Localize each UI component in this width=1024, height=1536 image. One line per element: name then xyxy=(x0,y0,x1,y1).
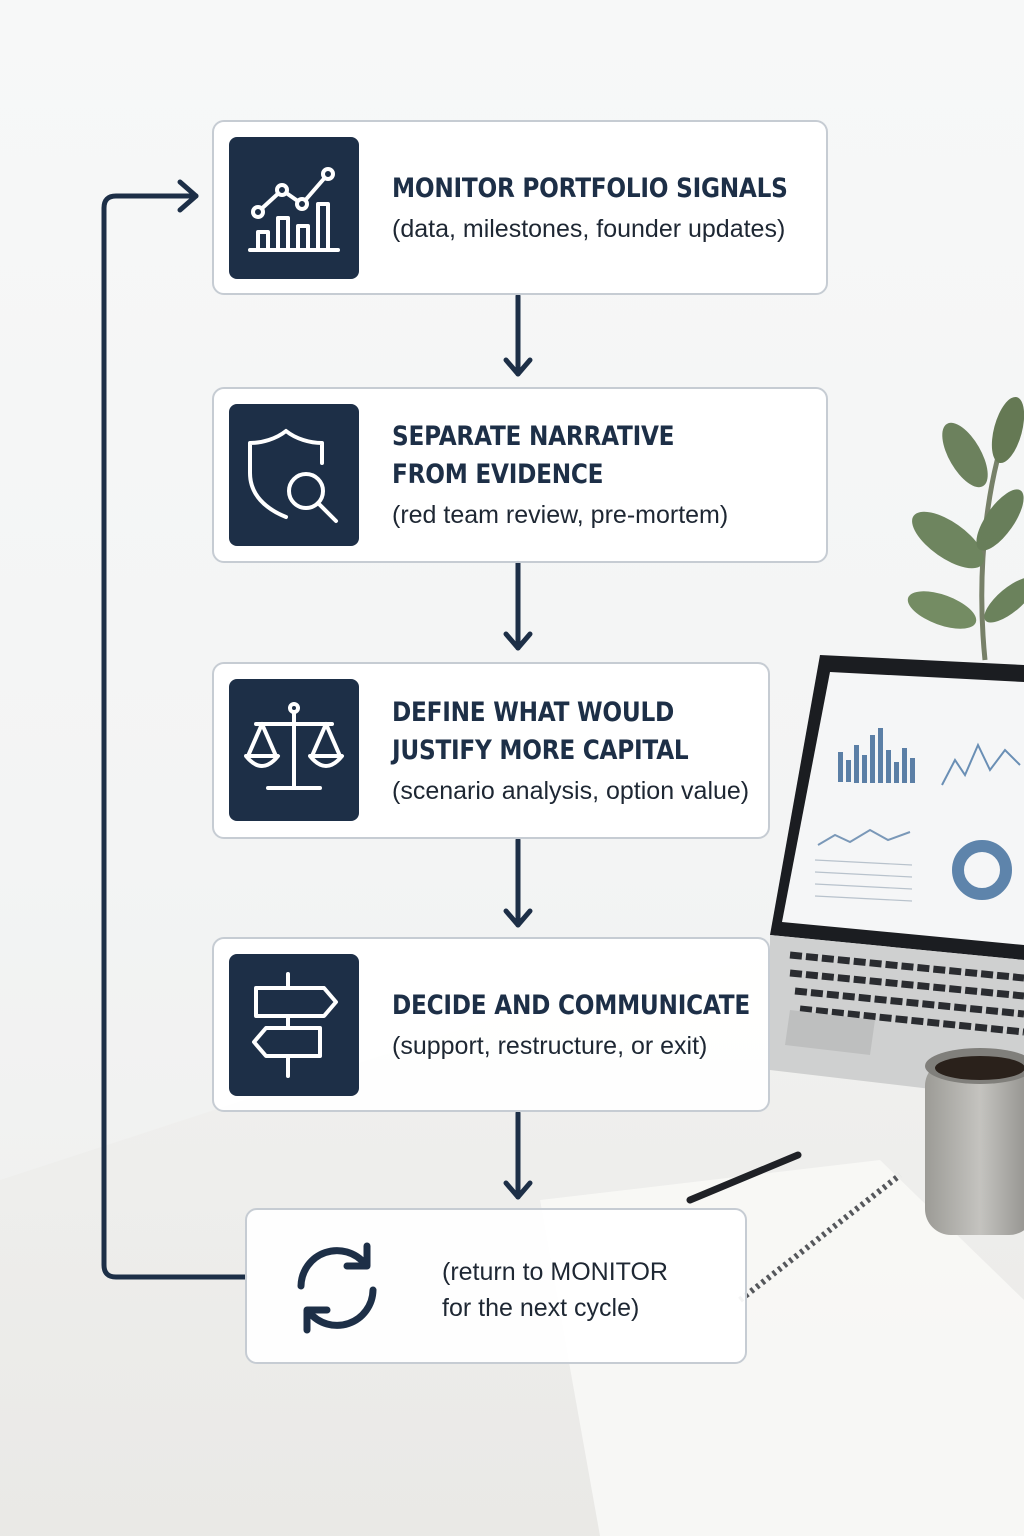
step-separate-icon-tile xyxy=(229,404,359,546)
step-subtitle: (support, restructure, or exit) xyxy=(392,1031,708,1060)
step-title: MONITOR PORTFOLIO SIGNALS xyxy=(392,172,788,204)
coffee-mug xyxy=(925,1048,1024,1235)
refresh-cycle-icon xyxy=(297,1242,377,1334)
laptop xyxy=(770,655,1024,1100)
arrow-step4-to-return xyxy=(503,1110,533,1200)
step-return: (return to MONITOR for the next cycle) xyxy=(245,1208,747,1364)
step-title: DEFINE WHAT WOULD JUSTIFY MORE CAPITAL xyxy=(392,696,689,766)
return-text: (return to MONITOR for the next cycle) xyxy=(442,1254,668,1326)
return-line-2: for the next cycle) xyxy=(442,1294,640,1322)
step-subtitle: (scenario analysis, option value) xyxy=(392,776,750,805)
step-decide-text: DECIDE AND COMMUNICATE (support, restruc… xyxy=(392,939,752,1110)
step-subtitle: (data, milestones, founder updates) xyxy=(392,214,786,243)
step-define: DEFINE WHAT WOULD JUSTIFY MORE CAPITAL (… xyxy=(212,662,770,839)
return-line-1: (return to MONITOR xyxy=(442,1258,668,1286)
step-define-icon-tile xyxy=(229,679,359,821)
plant xyxy=(907,396,1024,661)
arrow-step3-to-step4 xyxy=(503,837,533,928)
arrow-step2-to-step3 xyxy=(503,560,533,651)
step-title: DECIDE AND COMMUNICATE xyxy=(392,989,750,1021)
step-monitor-text: MONITOR PORTFOLIO SIGNALS (data, milesto… xyxy=(392,122,810,293)
step-monitor: MONITOR PORTFOLIO SIGNALS (data, milesto… xyxy=(212,120,828,295)
shield-search-icon xyxy=(248,429,338,523)
signpost-icon xyxy=(252,972,338,1078)
arrow-step1-to-step2 xyxy=(503,293,533,377)
step-decide: DECIDE AND COMMUNICATE (support, restruc… xyxy=(212,937,770,1112)
step-separate-text: SEPARATE NARRATIVE FROM EVIDENCE (red te… xyxy=(392,389,810,561)
step-decide-icon-tile xyxy=(229,954,359,1096)
chart-growth-icon xyxy=(248,167,340,252)
step-define-text: DEFINE WHAT WOULD JUSTIFY MORE CAPITAL (… xyxy=(392,664,752,837)
step-title: SEPARATE NARRATIVE FROM EVIDENCE xyxy=(392,421,675,490)
step-separate: SEPARATE NARRATIVE FROM EVIDENCE (red te… xyxy=(212,387,828,563)
balance-scale-icon xyxy=(244,702,344,790)
step-subtitle: (red team review, pre-mortem) xyxy=(392,501,729,529)
step-monitor-icon-tile xyxy=(229,137,359,279)
